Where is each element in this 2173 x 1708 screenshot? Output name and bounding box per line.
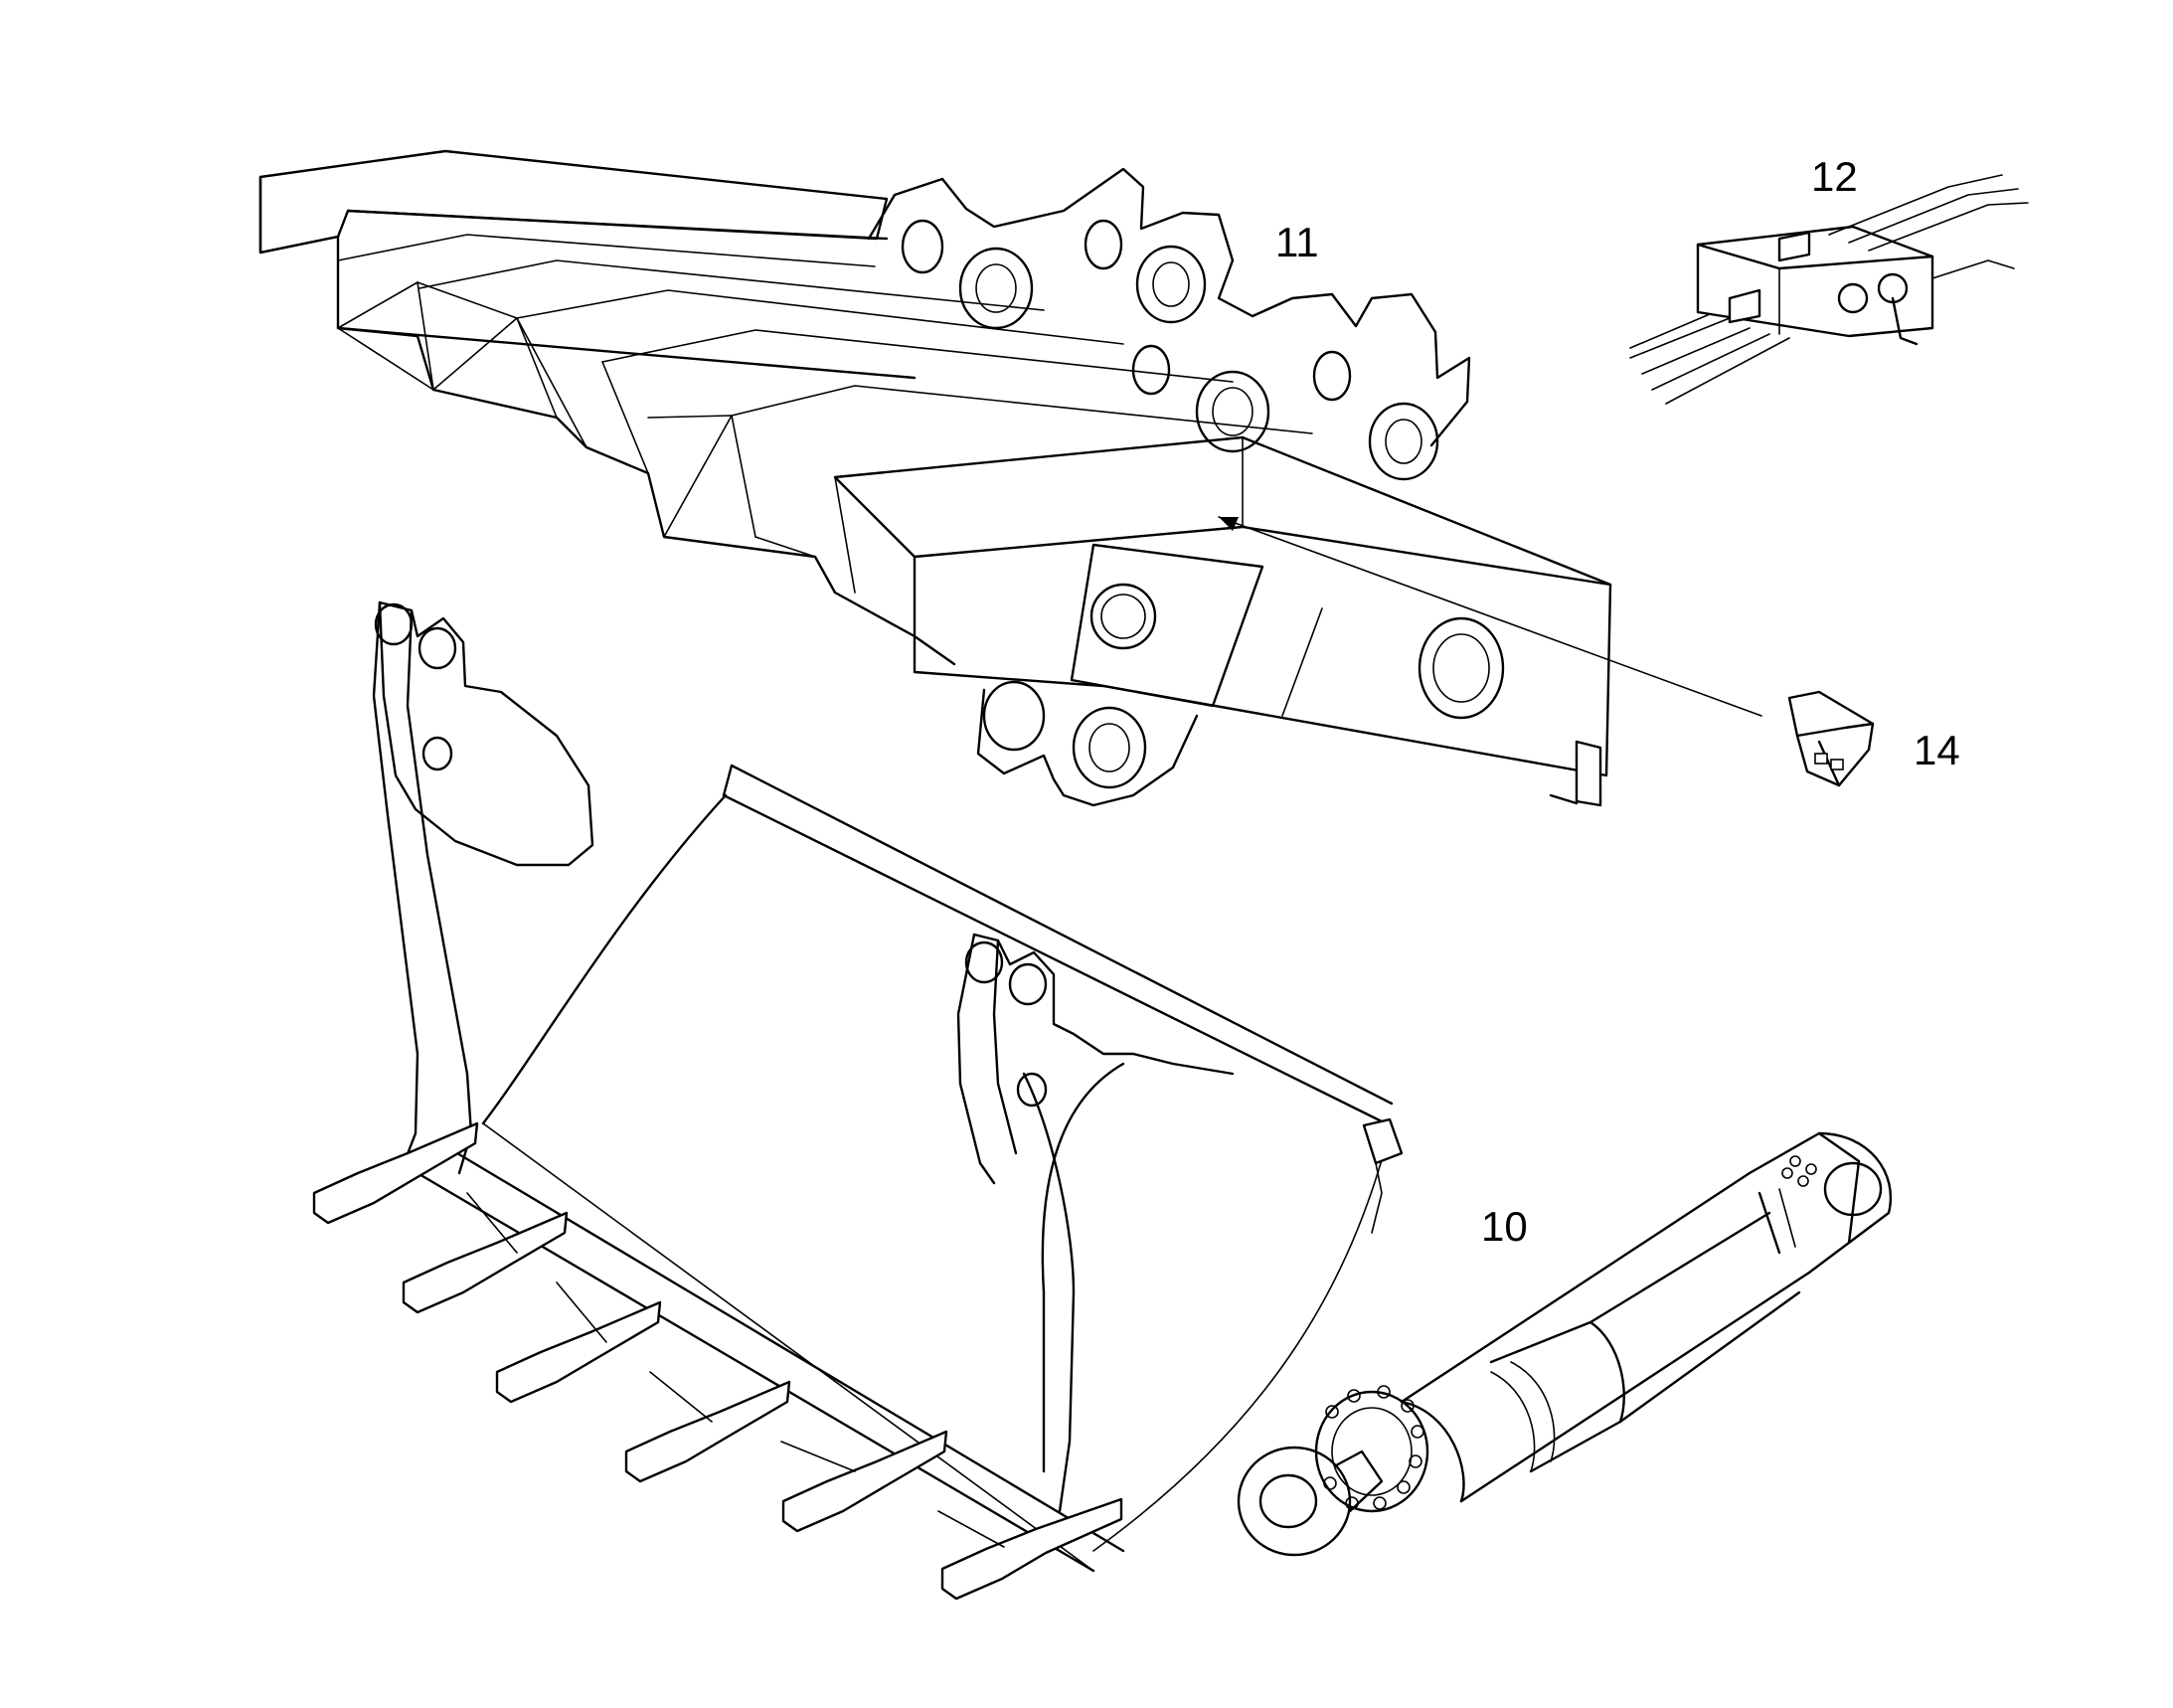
hydraulic-cylinder-icon	[1237, 1131, 1892, 1557]
callout-12: 12	[1811, 153, 1858, 200]
callout-11: 11	[1275, 219, 1319, 265]
small-bracket-icon	[1787, 690, 1875, 787]
leader-line-14	[1218, 516, 1762, 717]
valve-block-icon	[1629, 174, 2029, 405]
callout-14: 14	[1914, 727, 1960, 773]
bucket-icon	[312, 600, 1404, 1601]
callout-10: 10	[1481, 1203, 1528, 1250]
bucket-teeth	[312, 1121, 1123, 1601]
boom-frame-icon	[258, 149, 1612, 807]
